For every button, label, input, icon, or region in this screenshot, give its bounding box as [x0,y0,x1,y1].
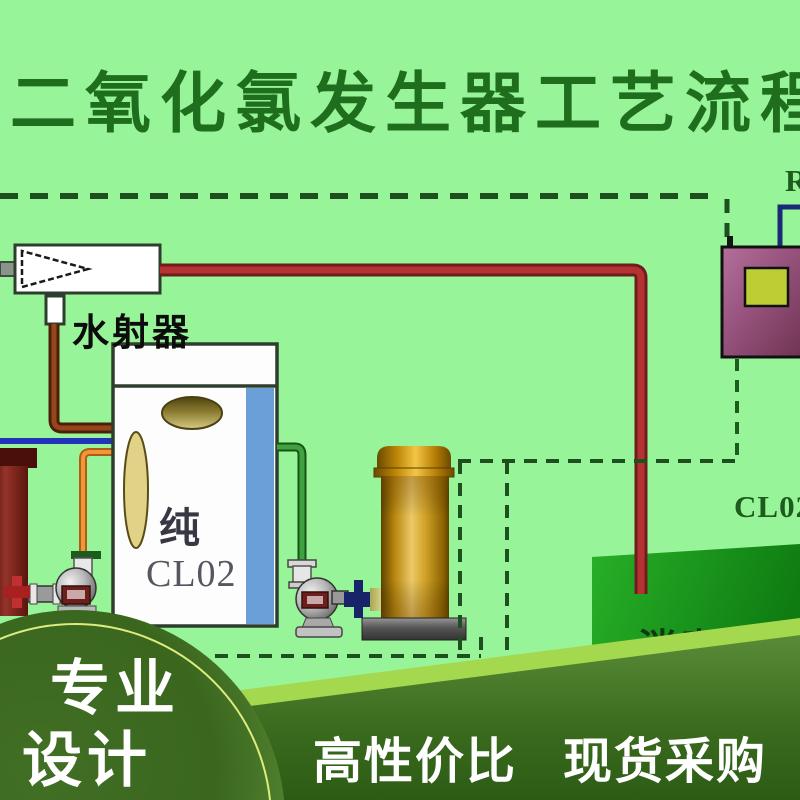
transfer-pipe-green [277,444,305,562]
pump-right-block-window [307,596,323,604]
reaction-column-shading [381,476,449,620]
chemical-feed-pipe-orange [81,450,113,553]
ejector-unit [0,243,162,326]
clipped-letter-label: R [785,163,800,198]
top-dashed-boundary [0,193,730,243]
pump-left-valve-horizontal [4,586,30,598]
dashed-process-boundary [215,459,735,665]
badge-circle [0,610,284,800]
pump-right-valve [344,592,372,607]
ejector-nozzle-icon [20,249,93,289]
reaction-column-base [361,617,467,641]
clo2-product-pipe [160,266,645,594]
purity-tank [111,342,279,628]
signal-cable [777,204,800,247]
raw-column-cap [0,448,37,468]
dosing-pump-right [287,559,386,638]
dosing-pump-left [4,557,97,617]
feed-pipes [0,324,113,559]
slogan-left: 高性价比 [312,735,517,789]
purity-tank-level-strip [246,388,274,624]
pump-inlet-flange [71,551,101,559]
cabinet-display-window [743,266,790,308]
output-pipe-label: CL02 [734,489,800,524]
badge-text-line1: 专业 [50,655,180,722]
purity-tank-electrode [123,431,149,549]
purity-tank-label-line1: 纯 [159,505,200,551]
banner-accent-band [158,617,800,718]
reaction-column [361,446,467,641]
pump-right-base [295,626,343,638]
purity-tank-dome [161,396,223,430]
page-title: 二氧化氯发生器工艺流程 [10,68,800,141]
purity-tank-label-line2: CL02 [146,553,237,595]
slogan: 高性价比 现货采购 [280,722,800,793]
badge-text-line2: 设计 [22,727,152,794]
cabinet-connector [727,236,733,248]
control-cabinet [720,236,800,458]
slogan-right: 现货采购 [563,735,768,789]
banner-background [164,634,800,800]
motive-water-pipe [51,324,113,431]
ejector-label: 水射器 [72,312,192,353]
pump-left-block-window [67,590,85,599]
badge-circle-ring [0,623,271,800]
